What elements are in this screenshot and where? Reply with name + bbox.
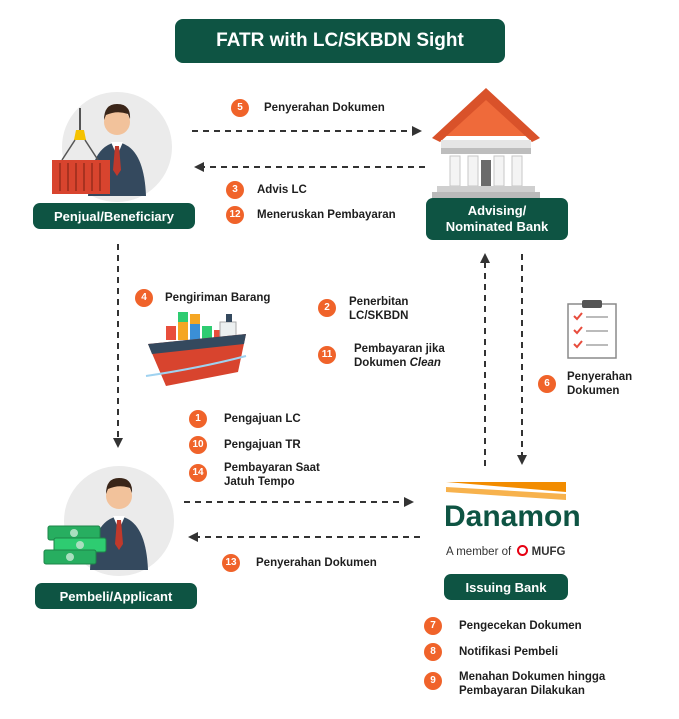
step-number-7: 7: [424, 617, 442, 635]
step-text-1: Pengajuan LC: [224, 413, 301, 425]
step-number-9: 9: [424, 672, 442, 690]
step-text-2-line1: Penerbitan: [349, 296, 409, 308]
issuing-bank-label: Issuing Bank: [444, 574, 568, 600]
step-text-14: Pembayaran Saat Jatuh Tempo: [224, 461, 320, 489]
step-text-9-line2: Pembayaran Dilakukan: [459, 685, 585, 697]
step-text-11-line2a: Dokumen: [354, 357, 410, 369]
step-text-8: Notifikasi Pembeli: [459, 646, 559, 658]
buyer-label: Pembeli/Applicant: [35, 583, 197, 609]
member-of-text: A member of MUFG: [446, 545, 565, 558]
step-number-3: 3: [226, 181, 244, 199]
step-text-6: Penyerahan Dokumen: [567, 370, 632, 398]
step-text-5: Penyerahan Dokumen: [264, 102, 385, 114]
step-number-10: 10: [189, 436, 207, 454]
step-text-14-line1: Pembayaran Saat: [224, 462, 320, 474]
step-number-14: 14: [189, 464, 207, 482]
step-text-10: Pengajuan TR: [224, 439, 301, 451]
step-number-4: 4: [135, 289, 153, 307]
step-text-13: Penyerahan Dokumen: [256, 557, 377, 569]
diagram-title: FATR with LC/SKBDN Sight: [175, 19, 505, 63]
step-text-3: Advis LC: [257, 184, 307, 196]
step-text-11: Pembayaran jika Dokumen Clean: [354, 342, 445, 370]
step-text-6-line2: Dokumen: [567, 385, 620, 397]
step-text-14-line2: Jatuh Tempo: [224, 476, 295, 488]
step-text-2-line2: LC/SKBDN: [349, 310, 409, 322]
step-text-2: Penerbitan LC/SKBDN: [349, 295, 408, 323]
danamon-wordmark: Danamon: [444, 500, 581, 533]
step-text-9-line1: Menahan Dokumen hingga: [459, 671, 606, 683]
step-number-12: 12: [226, 206, 244, 224]
advising-bank-label-line1: Advising/: [467, 203, 527, 218]
advising-bank-label: Advising/ Nominated Bank: [426, 198, 568, 240]
step-number-2: 2: [318, 299, 336, 317]
mufg-text: MUFG: [531, 546, 566, 558]
step-number-6: 6: [538, 375, 556, 393]
step-number-11: 11: [318, 346, 336, 364]
step-text-6-line1: Penyerahan: [567, 371, 633, 383]
step-text-7: Pengecekan Dokumen: [459, 620, 582, 632]
step-text-11-line2b: Clean: [409, 357, 441, 369]
mufg-logo-icon: [517, 545, 529, 556]
step-number-13: 13: [222, 554, 240, 572]
step-text-4: Pengiriman Barang: [165, 292, 271, 304]
step-number-5: 5: [231, 99, 249, 117]
member-of-prefix: A member of: [446, 546, 512, 558]
step-text-12: Meneruskan Pembayaran: [257, 209, 396, 221]
step-text-9: Menahan Dokumen hingga Pembayaran Dilaku…: [459, 670, 605, 698]
seller-label: Penjual/Beneficiary: [33, 203, 195, 229]
step-number-8: 8: [424, 643, 442, 661]
advising-bank-label-line2: Nominated Bank: [445, 219, 549, 234]
step-text-11-line1: Pembayaran jika: [354, 343, 445, 355]
step-number-1: 1: [189, 410, 207, 428]
